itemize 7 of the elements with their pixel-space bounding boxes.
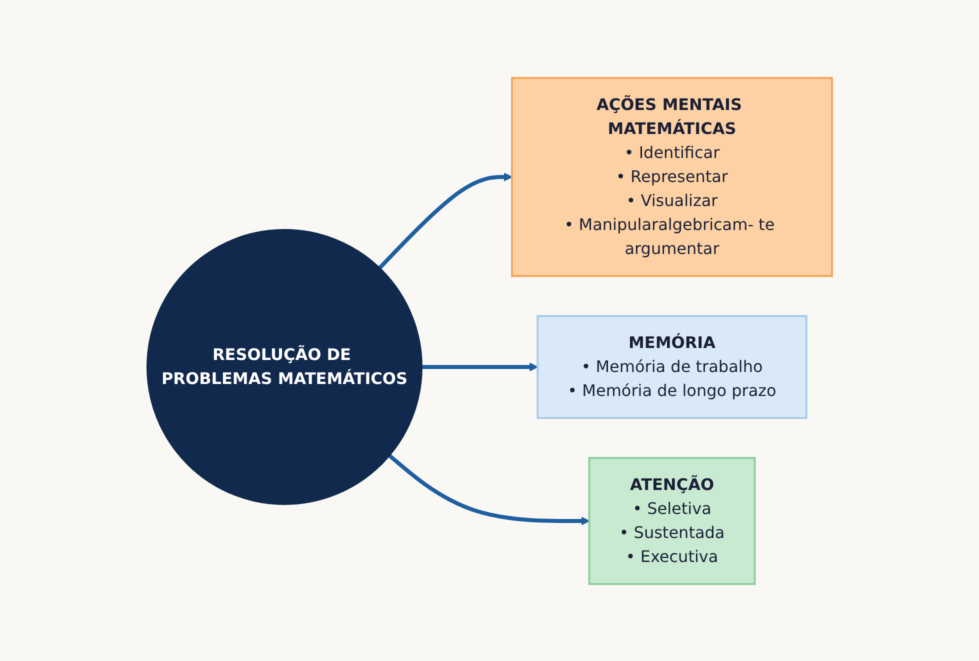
arrow: [422, 362, 538, 371]
arrow: [378, 172, 512, 269]
arrow: [388, 454, 590, 525]
node-box: ATENÇÃO • Seletiva • Sustentada • Executiva: [588, 456, 756, 584]
node-box: AÇÕES MENTAIS MATEMÁTICAS • Identificar • Representar • Visualizar • Manipularalgebricam- te argumentar: [511, 76, 833, 276]
node-box: MEMÓRIA • Memória de trabalho • Memória de longo prazo: [536, 314, 808, 418]
node-circle: RESOLUÇÃO DE PROBLEMAS MATEMÁTICOS: [146, 228, 422, 504]
